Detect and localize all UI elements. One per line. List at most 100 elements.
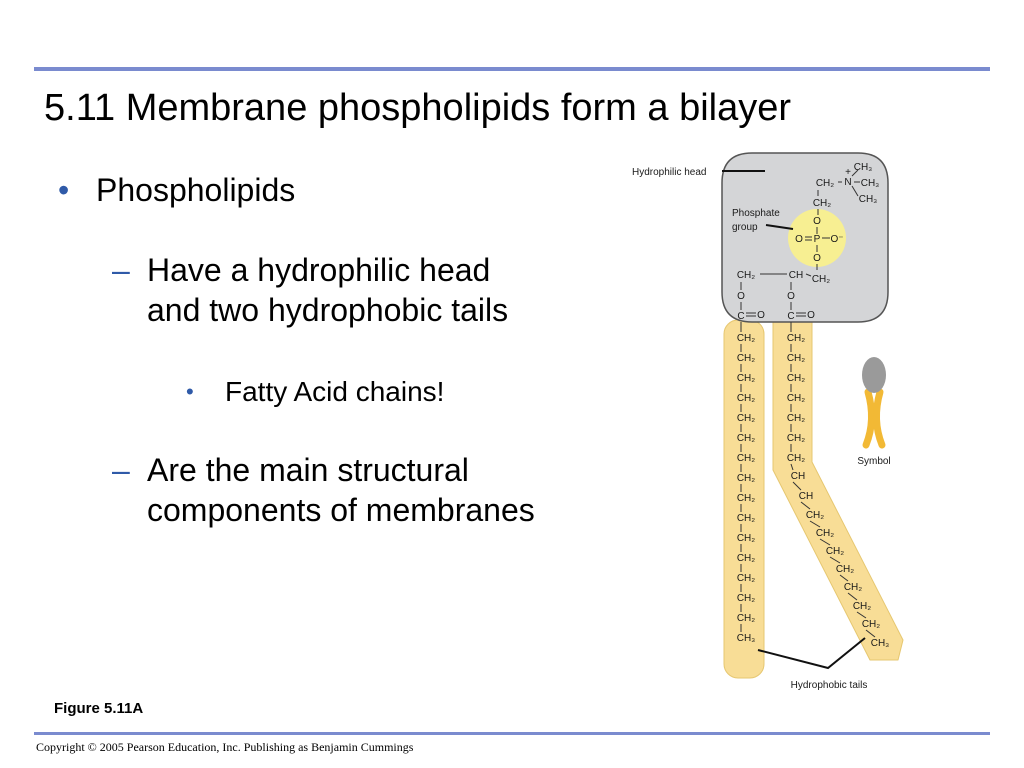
atom-ch2: CH₂ (737, 453, 755, 464)
bond-line (792, 481, 802, 491)
atom-ch2: CH₂ (787, 333, 805, 344)
bond-line (847, 592, 858, 601)
atom-ch: CH (791, 471, 805, 482)
bond-line (829, 556, 841, 564)
bond-line (819, 538, 831, 546)
atom-ch2: CH₂ (862, 619, 880, 630)
bond-line (809, 520, 821, 528)
atom-ch3: CH₃ (854, 162, 873, 173)
symbol-tail-left (862, 388, 875, 449)
bullet-text-line1: Have a hydrophilic head (147, 252, 491, 288)
label-phosphate: Phosphate (732, 208, 780, 219)
atom-ch2: CH₂ (737, 373, 755, 384)
atom-ch2: CH₂ (737, 553, 755, 564)
label-symbol: Symbol (857, 456, 890, 467)
leader-hydrophobic-tails (757, 637, 866, 670)
atom-ch: CH (799, 491, 813, 502)
bullet-marker: • (58, 172, 70, 208)
atom-ch2: CH₂ (737, 433, 755, 444)
atom-ch2: CH₂ (737, 333, 755, 344)
bullet-marker: • (186, 379, 194, 404)
atom-ch2: CH₂ (737, 413, 755, 424)
atom-ch3: CH₃ (861, 178, 880, 189)
atom-ch2: CH₂ (826, 546, 844, 557)
atom-c: C (737, 311, 744, 322)
bullet-fatty-acid: • Fatty Acid chains! (186, 374, 444, 410)
atom-ch2: CH₂ (813, 198, 831, 209)
atom-ch2: CH₂ (737, 593, 755, 604)
atom-ch2: CH₂ (787, 453, 805, 464)
atom-o: O (813, 253, 821, 264)
bond-line (851, 169, 859, 177)
atom-ch2: CH₂ (737, 493, 755, 504)
bond-line (800, 501, 811, 510)
label-phosphate-group: group (732, 222, 758, 233)
phosphate-circle (788, 209, 846, 267)
atom-o: O (795, 234, 803, 245)
bullet-text: Phospholipids (96, 172, 296, 208)
dash-marker: – (112, 252, 130, 288)
bond-line (865, 629, 876, 638)
charge-plus: + (845, 167, 851, 178)
atom-ch2: CH₂ (816, 178, 834, 189)
atom-o: O (807, 310, 815, 321)
atom-ch2: CH₂ (737, 573, 755, 584)
atom-o-minus: O⁻ (830, 234, 843, 245)
atom-ch2: CH₂ (806, 510, 824, 521)
atom-ch2: CH₂ (737, 613, 755, 624)
bond-line (790, 463, 794, 471)
symbol-head (862, 357, 886, 393)
atom-ch2: CH₂ (844, 582, 862, 593)
slide-title: 5.11 Membrane phospholipids form a bilay… (44, 87, 792, 129)
right-tail-band (772, 319, 904, 661)
atom-p: P (814, 234, 821, 245)
label-hydrophilic-head: Hydrophilic head (632, 167, 707, 178)
atom-ch3: CH₃ (871, 638, 890, 649)
hydrophobic-tails (723, 319, 904, 679)
bullet-text-line2: components of membranes (147, 492, 535, 528)
bullet-text-line1: Are the main structural (147, 452, 469, 488)
leader-phosphate (765, 224, 794, 230)
bullet-text: Fatty Acid chains! (225, 376, 445, 407)
atom-ch2: CH₂ (787, 353, 805, 364)
top-rule (34, 67, 990, 71)
symbol-tail-right (873, 388, 886, 449)
atom-ch2: CH₂ (812, 274, 830, 285)
phospholipid-symbol (862, 357, 886, 449)
atom-c: C (787, 311, 794, 322)
figure-caption: Figure 5.11A (54, 700, 144, 717)
bond-line (851, 185, 859, 197)
chemical-bonds (722, 169, 876, 670)
atom-ch2: CH₂ (836, 564, 854, 575)
atom-ch2: CH₂ (737, 473, 755, 484)
atom-ch2: CH₂ (787, 413, 805, 424)
label-hydrophobic-tails: Hydrophobic tails (791, 680, 868, 691)
atom-ch2: CH₂ (787, 433, 805, 444)
atom-ch2: CH₂ (787, 393, 805, 404)
atom-n: N (844, 177, 851, 188)
atom-ch: CH (789, 270, 803, 281)
atom-ch2: CH₂ (737, 270, 755, 281)
atom-ch2: CH₂ (737, 533, 755, 544)
bullet-hydrophilic-head: – Have a hydrophilic head and two hydrop… (112, 250, 508, 330)
atom-ch2: CH₂ (737, 513, 755, 524)
atom-ch3: CH₃ (859, 194, 878, 205)
bullet-structural-components: – Are the main structural components of … (112, 450, 535, 530)
atom-o: O (813, 216, 821, 227)
atom-ch2: CH₂ (853, 601, 871, 612)
atom-o: O (787, 291, 795, 302)
atom-ch3: CH₃ (737, 633, 756, 644)
atom-ch2: CH₂ (737, 393, 755, 404)
atom-ch2: CH₂ (737, 353, 755, 364)
copyright-notice: Copyright © 2005 Pearson Education, Inc.… (36, 740, 414, 754)
bullet-text-line2: and two hydrophobic tails (147, 292, 509, 328)
atom-ch2: CH₂ (787, 373, 805, 384)
bond-line (856, 611, 867, 619)
dash-marker: – (112, 452, 130, 488)
bond-line (839, 574, 849, 582)
atom-o: O (757, 310, 765, 321)
atom-ch2: CH₂ (816, 528, 834, 539)
bottom-rule (34, 732, 990, 735)
